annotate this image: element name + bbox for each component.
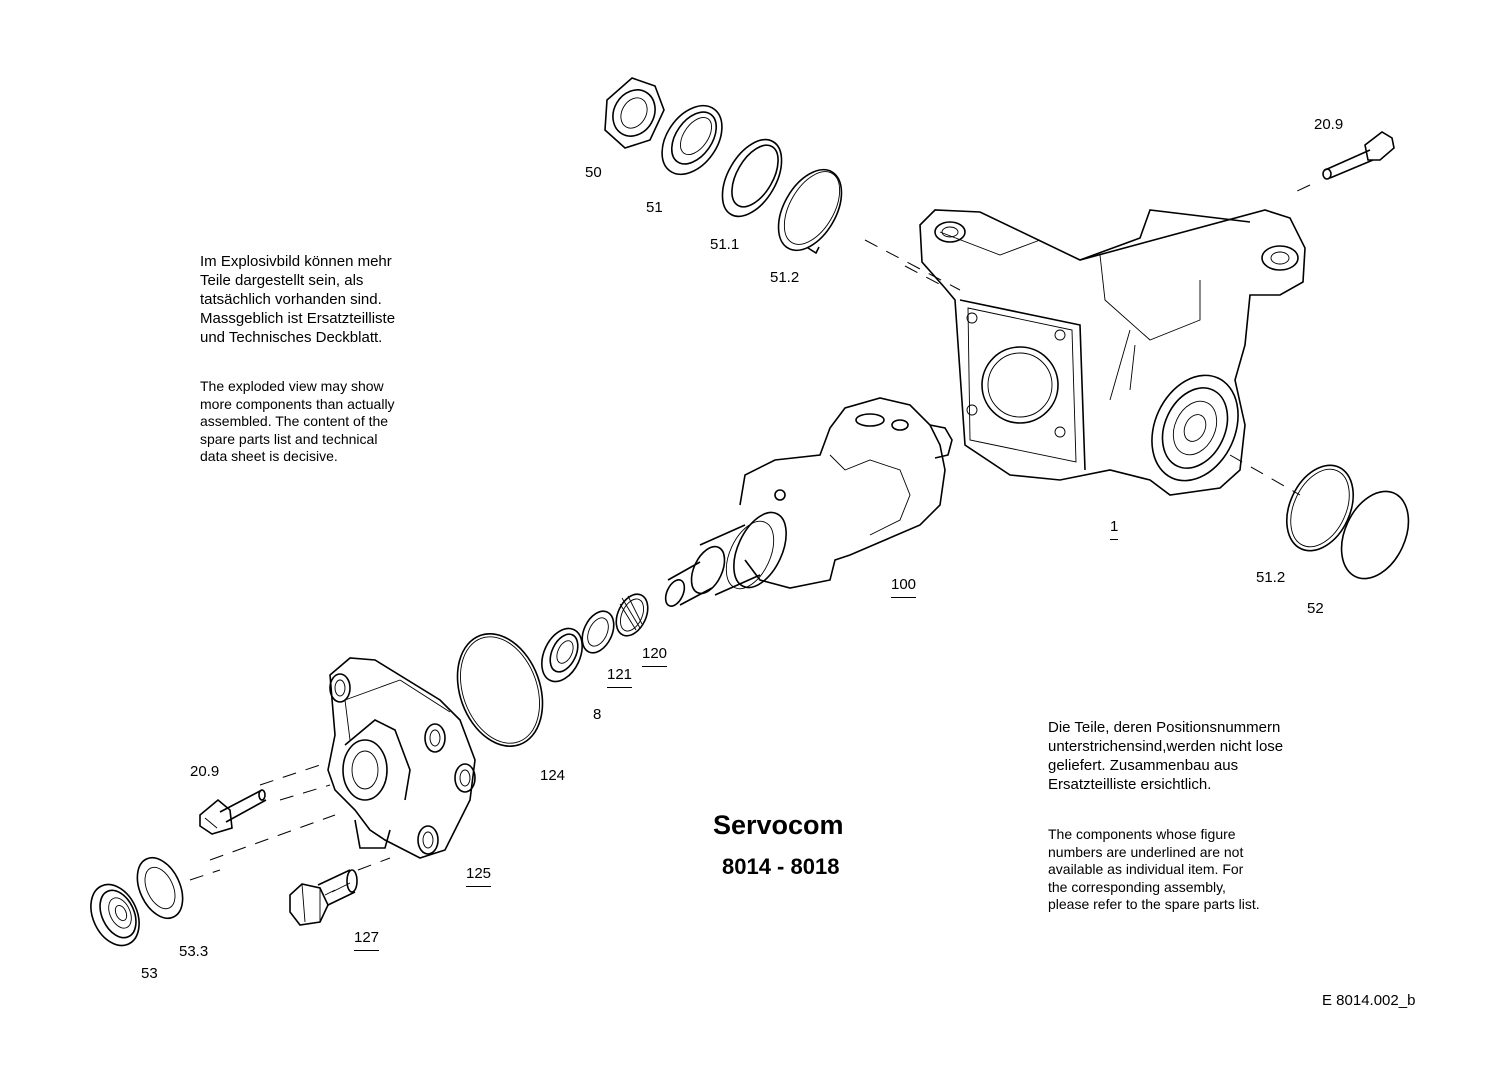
note-german-line: tatsächlich vorhanden sind. <box>200 291 382 308</box>
part-label-51-2-right: 51.2 <box>1256 569 1286 586</box>
part-label-53-3: 53.3 <box>179 943 209 960</box>
note-german-line: Teile dargestellt sein, als <box>200 272 364 289</box>
part-label-1: 1 <box>1110 518 1119 540</box>
part-label-51: 51 <box>646 199 663 216</box>
note-german-line: und Technisches Deckblatt. <box>200 329 383 346</box>
note-english-line: assembled. The content of the <box>200 413 389 429</box>
valve-cover-part <box>327 657 476 859</box>
part-label-121: 121 <box>607 666 633 688</box>
part-label-125: 125 <box>466 865 492 887</box>
drawing-title: Servocom <box>713 810 844 840</box>
note-english: The exploded view may show more componen… <box>200 378 395 466</box>
part-label-20-9-top: 20.9 <box>1314 116 1344 133</box>
drawing-reference: E 8014.002_b <box>1322 992 1416 1009</box>
shaft-seal-part <box>541 627 583 683</box>
underline-note-german-line: Ersatzteilliste ersichtlich. <box>1048 776 1212 793</box>
underline-note-german-line: geliefert. Zusammenbau aus <box>1048 757 1239 774</box>
valve-shaft-assembly-part <box>664 397 953 607</box>
screw-left-part <box>199 789 267 835</box>
part-label-124: 124 <box>540 767 566 784</box>
note-german-line: Im Explosivbild können mehr <box>200 253 392 270</box>
part-label-52: 52 <box>1307 600 1324 617</box>
ring-51-1-part <box>721 138 783 218</box>
screw-top-part <box>1322 131 1395 180</box>
steering-housing-part <box>919 209 1306 496</box>
drawing-subtitle: 8014 - 8018 <box>722 854 840 879</box>
cover-disk-part <box>1340 490 1410 580</box>
underline-note-english-line: available as individual item. For <box>1048 861 1244 877</box>
seal-cap-53-part <box>90 883 140 947</box>
part-label-53: 53 <box>141 965 158 982</box>
underline-note-german-line: unterstrichensind,werden nicht lose <box>1048 738 1284 755</box>
note-english-line: data sheet is decisive. <box>200 448 338 464</box>
note-english-line: more components than actually <box>200 395 395 412</box>
hex-nut-part <box>604 77 665 149</box>
part-label-8: 8 <box>593 706 602 723</box>
circlip-top-part <box>777 168 843 255</box>
note-german-line: Massgeblich ist Ersatzteilliste <box>200 310 396 327</box>
seal-ring-part <box>661 104 723 176</box>
circlip-right-part <box>1286 464 1354 552</box>
underline-note-english-line: please refer to the spare parts list. <box>1048 896 1260 912</box>
part-label-51-1: 51.1 <box>710 236 740 253</box>
note-english-line: The exploded view may show <box>200 378 384 394</box>
thrust-washer-part <box>581 610 615 654</box>
part-label-120: 120 <box>642 645 668 667</box>
underline-note-english-line: numbers are underlined are not <box>1048 843 1244 860</box>
part-label-127: 127 <box>354 929 380 951</box>
underline-note-german: Die Teile, deren Positionsnummern unters… <box>1048 718 1283 794</box>
part-label-20-9-left: 20.9 <box>190 763 220 780</box>
needle-bearing-part <box>615 593 649 637</box>
note-english-line: spare parts list and technical <box>200 430 378 447</box>
hex-bolt-part <box>289 869 358 926</box>
part-label-51-2-top: 51.2 <box>770 269 800 286</box>
underline-note-english-line: the corresponding assembly, <box>1048 878 1226 895</box>
part-label-50: 50 <box>585 164 602 181</box>
underline-note-german-line: Die Teile, deren Positionsnummern <box>1048 719 1281 736</box>
note-german: Im Explosivbild können mehr Teile darges… <box>200 252 395 347</box>
underline-note-english: The components whose figure numbers are … <box>1048 826 1260 914</box>
part-label-100: 100 <box>891 576 917 598</box>
washer-53-3-part <box>136 856 184 920</box>
underline-note-english-line: The components whose figure <box>1048 826 1236 842</box>
o-ring-part <box>456 633 544 747</box>
